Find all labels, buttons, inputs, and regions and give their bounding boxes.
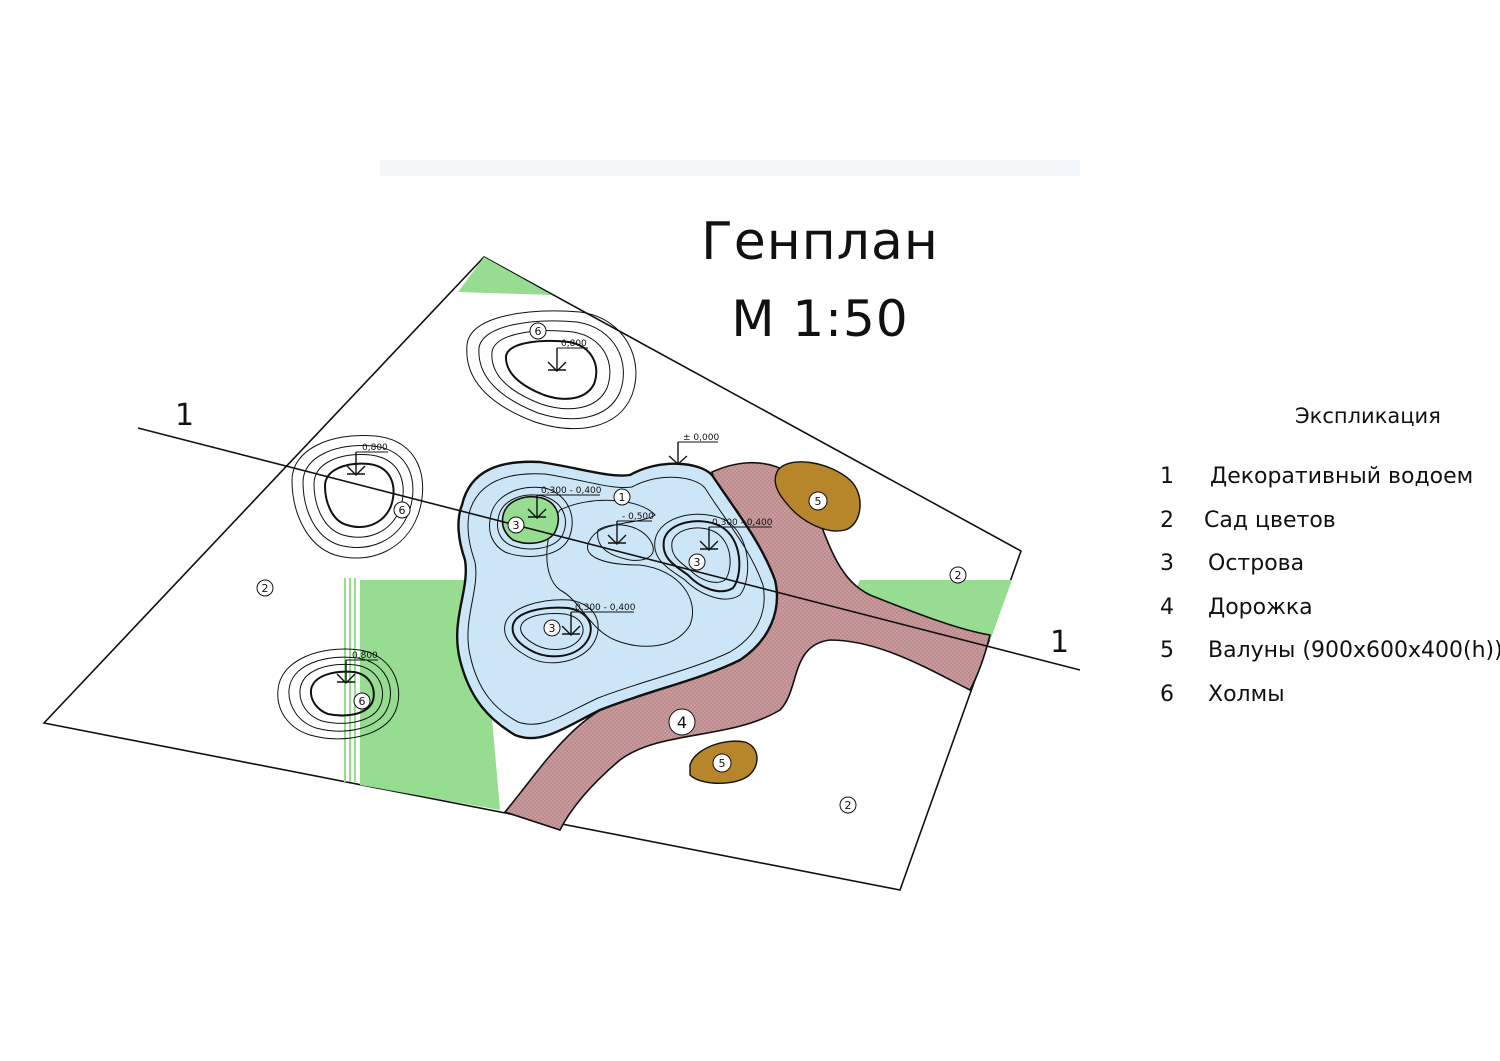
legend-item: 5 Валуны (900х600х400(h)) [1160, 638, 1500, 663]
marker-hill: 6 [393, 501, 411, 519]
marker-island: 3 [543, 619, 561, 637]
level-label-island-2: 0,300 - 0,400 [712, 518, 773, 528]
hill-bottom [277, 648, 400, 740]
hill-top [466, 310, 637, 430]
level-mark-pond-center: - 0,500 [607, 512, 654, 545]
lawn-top [458, 257, 552, 295]
pond-contour [467, 473, 765, 725]
section-line [137, 427, 1081, 671]
level-label-hill-middle: 0,800 [362, 443, 388, 453]
plan-scale: М 1:50 [731, 290, 909, 348]
legend-item-number: 3 [1160, 551, 1174, 576]
marker-boulder: 5 [808, 491, 828, 511]
level-mark-island-2: 0,300 - 0,400 [699, 518, 773, 551]
level-label-hill-top: 0,800 [561, 339, 587, 349]
svg-text:6: 6 [535, 325, 542, 338]
marker-island: 3 [688, 553, 706, 571]
marker-hill: 6 [529, 322, 547, 340]
pond-depth-contour [546, 499, 694, 647]
svg-text:2: 2 [955, 569, 962, 582]
legend-item: 1 Декоративный водоем [1160, 464, 1473, 489]
level-label-hill-bottom: 0,800 [352, 651, 378, 661]
marker-pond: 1 [613, 488, 631, 506]
legend-heading: Экспликация [1295, 404, 1441, 428]
level-mark-zero: ± 0,000 [668, 433, 719, 465]
level-label-pond-center: - 0,500 [622, 512, 654, 522]
legend-item-number: 6 [1160, 682, 1174, 707]
legend-item-number: 2 [1160, 508, 1174, 533]
island-2 [654, 513, 749, 600]
level-mark-island-3: 0,300 - 0,400 [561, 603, 636, 636]
legend-item-label: Сад цветов [1204, 508, 1336, 533]
legend-item-label: Валуны (900х600х400(h)) [1208, 638, 1500, 663]
svg-text:1: 1 [619, 491, 626, 504]
legend-item: 6 Холмы [1160, 682, 1285, 707]
level-label-zero: ± 0,000 [683, 433, 719, 443]
svg-text:4: 4 [677, 713, 687, 732]
marker-garden: 2 [949, 566, 967, 584]
level-mark-hill-bottom: 0,800 [336, 651, 378, 684]
scan-smudge [380, 160, 1080, 176]
legend-item: 2 Сад цветов [1160, 508, 1336, 533]
legend-item: 4 Дорожка [1160, 595, 1313, 620]
level-label-island-3: 0,300 - 0,400 [575, 603, 636, 613]
legend-item-number: 5 [1160, 638, 1174, 663]
marker-path: 4 [668, 708, 696, 736]
legend-item-number: 4 [1160, 595, 1174, 620]
legend-item-label: Холмы [1208, 682, 1285, 707]
legend-item-label: Декоративный водоем [1210, 464, 1474, 489]
level-mark-island-1: 0,300 - 0,400 [527, 486, 602, 519]
marker-island: 3 [507, 516, 525, 534]
marker-hill: 6 [353, 692, 371, 710]
legend-item-number: 1 [1160, 464, 1174, 489]
legend-item-label: Дорожка [1208, 595, 1313, 620]
marker-garden: 2 [256, 579, 274, 597]
svg-text:3: 3 [694, 556, 701, 569]
svg-text:3: 3 [513, 519, 520, 532]
marker-garden: 2 [839, 796, 857, 814]
marker-boulder: 5 [712, 753, 732, 773]
level-label-island-1: 0,300 - 0,400 [541, 486, 602, 496]
svg-text:2: 2 [845, 799, 852, 812]
svg-text:5: 5 [719, 757, 726, 770]
legend-item: 3 Острова [1160, 551, 1304, 576]
svg-text:5: 5 [815, 495, 822, 508]
section-label-left: 1 [175, 398, 194, 433]
svg-text:2: 2 [262, 582, 269, 595]
legend-item-label: Острова [1208, 551, 1305, 576]
svg-text:6: 6 [399, 504, 406, 517]
level-mark-hill-middle: 0,800 [346, 443, 388, 476]
level-mark-hill-top: 0,800 [547, 339, 588, 372]
plan-title: Генплан [701, 212, 939, 272]
svg-text:3: 3 [549, 622, 556, 635]
island-3 [504, 599, 599, 664]
section-label-right: 1 [1050, 625, 1069, 660]
pond-depth-contour-inner [597, 524, 654, 561]
svg-text:6: 6 [359, 695, 366, 708]
